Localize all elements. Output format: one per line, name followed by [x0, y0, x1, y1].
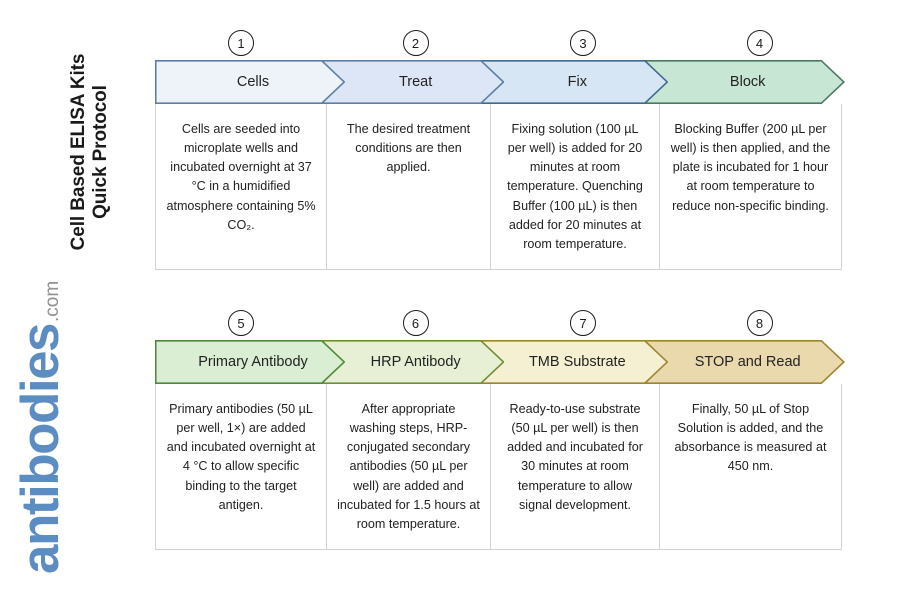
description-card-3: Fixing solution (100 µL per well) is add…	[490, 104, 660, 270]
step-badge-7: 7	[570, 310, 596, 336]
chevron-step-4[interactable]: Block	[644, 60, 845, 104]
chevron-shape	[155, 340, 346, 384]
description-card-1: Cells are seeded into microplate wells a…	[155, 104, 327, 270]
description-card-7: Ready-to-use substrate (50 µL per well) …	[490, 384, 660, 550]
chevron-label-3: Fix	[567, 74, 587, 90]
antibodies-logo: antibodies.com	[11, 280, 134, 582]
chevron-step-7[interactable]: TMB Substrate	[480, 340, 669, 384]
branding-column: Cell Based ELISA Kits Quick Protocol ant…	[0, 0, 150, 594]
step-badge-1: 1	[228, 30, 254, 56]
step-badge-6: 6	[402, 310, 429, 336]
page-title-line-2: Quick Protocol	[90, 85, 111, 219]
logo-tld: .com	[42, 280, 63, 322]
chevron-label-2: Treat	[398, 74, 433, 90]
description-band: Cells are seeded into microplate wells a…	[155, 104, 845, 270]
step-badge-2: 2	[402, 30, 429, 56]
description-text-6: After appropriate washing steps, HRP-con…	[337, 402, 480, 531]
chevron-shape	[155, 60, 346, 104]
chevron-label-8: STOP and Read	[694, 354, 801, 370]
step-badge-4: 4	[746, 30, 773, 56]
page-title-line-1: Cell Based ELISA Kits	[67, 53, 89, 251]
description-card-8: Finally, 50 µL of Stop Solution is added…	[659, 384, 842, 550]
chevron-step-8[interactable]: STOP and Read	[644, 340, 845, 384]
chevron-label-7: TMB Substrate	[528, 354, 626, 370]
page-title: Cell Based ELISA Kits Quick Protocol	[62, 18, 118, 286]
chevron-label-6: HRP Antibody	[370, 354, 461, 370]
description-text-1: Cells are seeded into microplate wells a…	[166, 122, 316, 232]
chevron-step-3[interactable]: Fix	[480, 60, 669, 104]
chevron-label-4: Block	[729, 74, 766, 90]
logo-wordmark: antibodies	[11, 323, 70, 574]
description-card-4: Blocking Buffer (200 µL per well) is the…	[659, 104, 842, 270]
step-badge-3: 3	[570, 30, 596, 56]
chevron-band: Cells Treat Fix Block	[155, 60, 845, 104]
description-card-5: Primary antibodies (50 µL per well, 1×) …	[155, 384, 327, 550]
description-text-8: Finally, 50 µL of Stop Solution is added…	[674, 402, 827, 474]
step-badge-8: 8	[746, 310, 773, 336]
description-card-6: After appropriate washing steps, HRP-con…	[326, 384, 491, 550]
chevron-label-5: Primary Antibody	[198, 354, 308, 370]
description-text-2: The desired treatment conditions are the…	[346, 122, 471, 175]
description-band: Primary antibodies (50 µL per well, 1×) …	[155, 384, 845, 550]
chevron-band: Primary Antibody HRP Antibody TMB Substrat…	[155, 340, 845, 384]
description-card-2: The desired treatment conditions are the…	[326, 104, 491, 270]
chevron-step-1[interactable]: Cells	[155, 60, 346, 104]
description-text-7: Ready-to-use substrate (50 µL per well) …	[507, 402, 643, 512]
description-text-4: Blocking Buffer (200 µL per well) is the…	[670, 122, 831, 213]
chevron-label-1: Cells	[236, 74, 270, 90]
chevron-step-5[interactable]: Primary Antibody	[155, 340, 346, 384]
chevron-step-2[interactable]: Treat	[321, 60, 505, 104]
step-number-row: 1 2 3 4	[155, 30, 845, 60]
step-badge-5: 5	[228, 310, 254, 336]
chevron-step-6[interactable]: HRP Antibody	[321, 340, 505, 384]
description-text-5: Primary antibodies (50 µL per well, 1×) …	[166, 402, 316, 512]
description-text-3: Fixing solution (100 µL per well) is add…	[507, 122, 643, 251]
step-number-row: 5 6 7 8	[155, 310, 845, 340]
